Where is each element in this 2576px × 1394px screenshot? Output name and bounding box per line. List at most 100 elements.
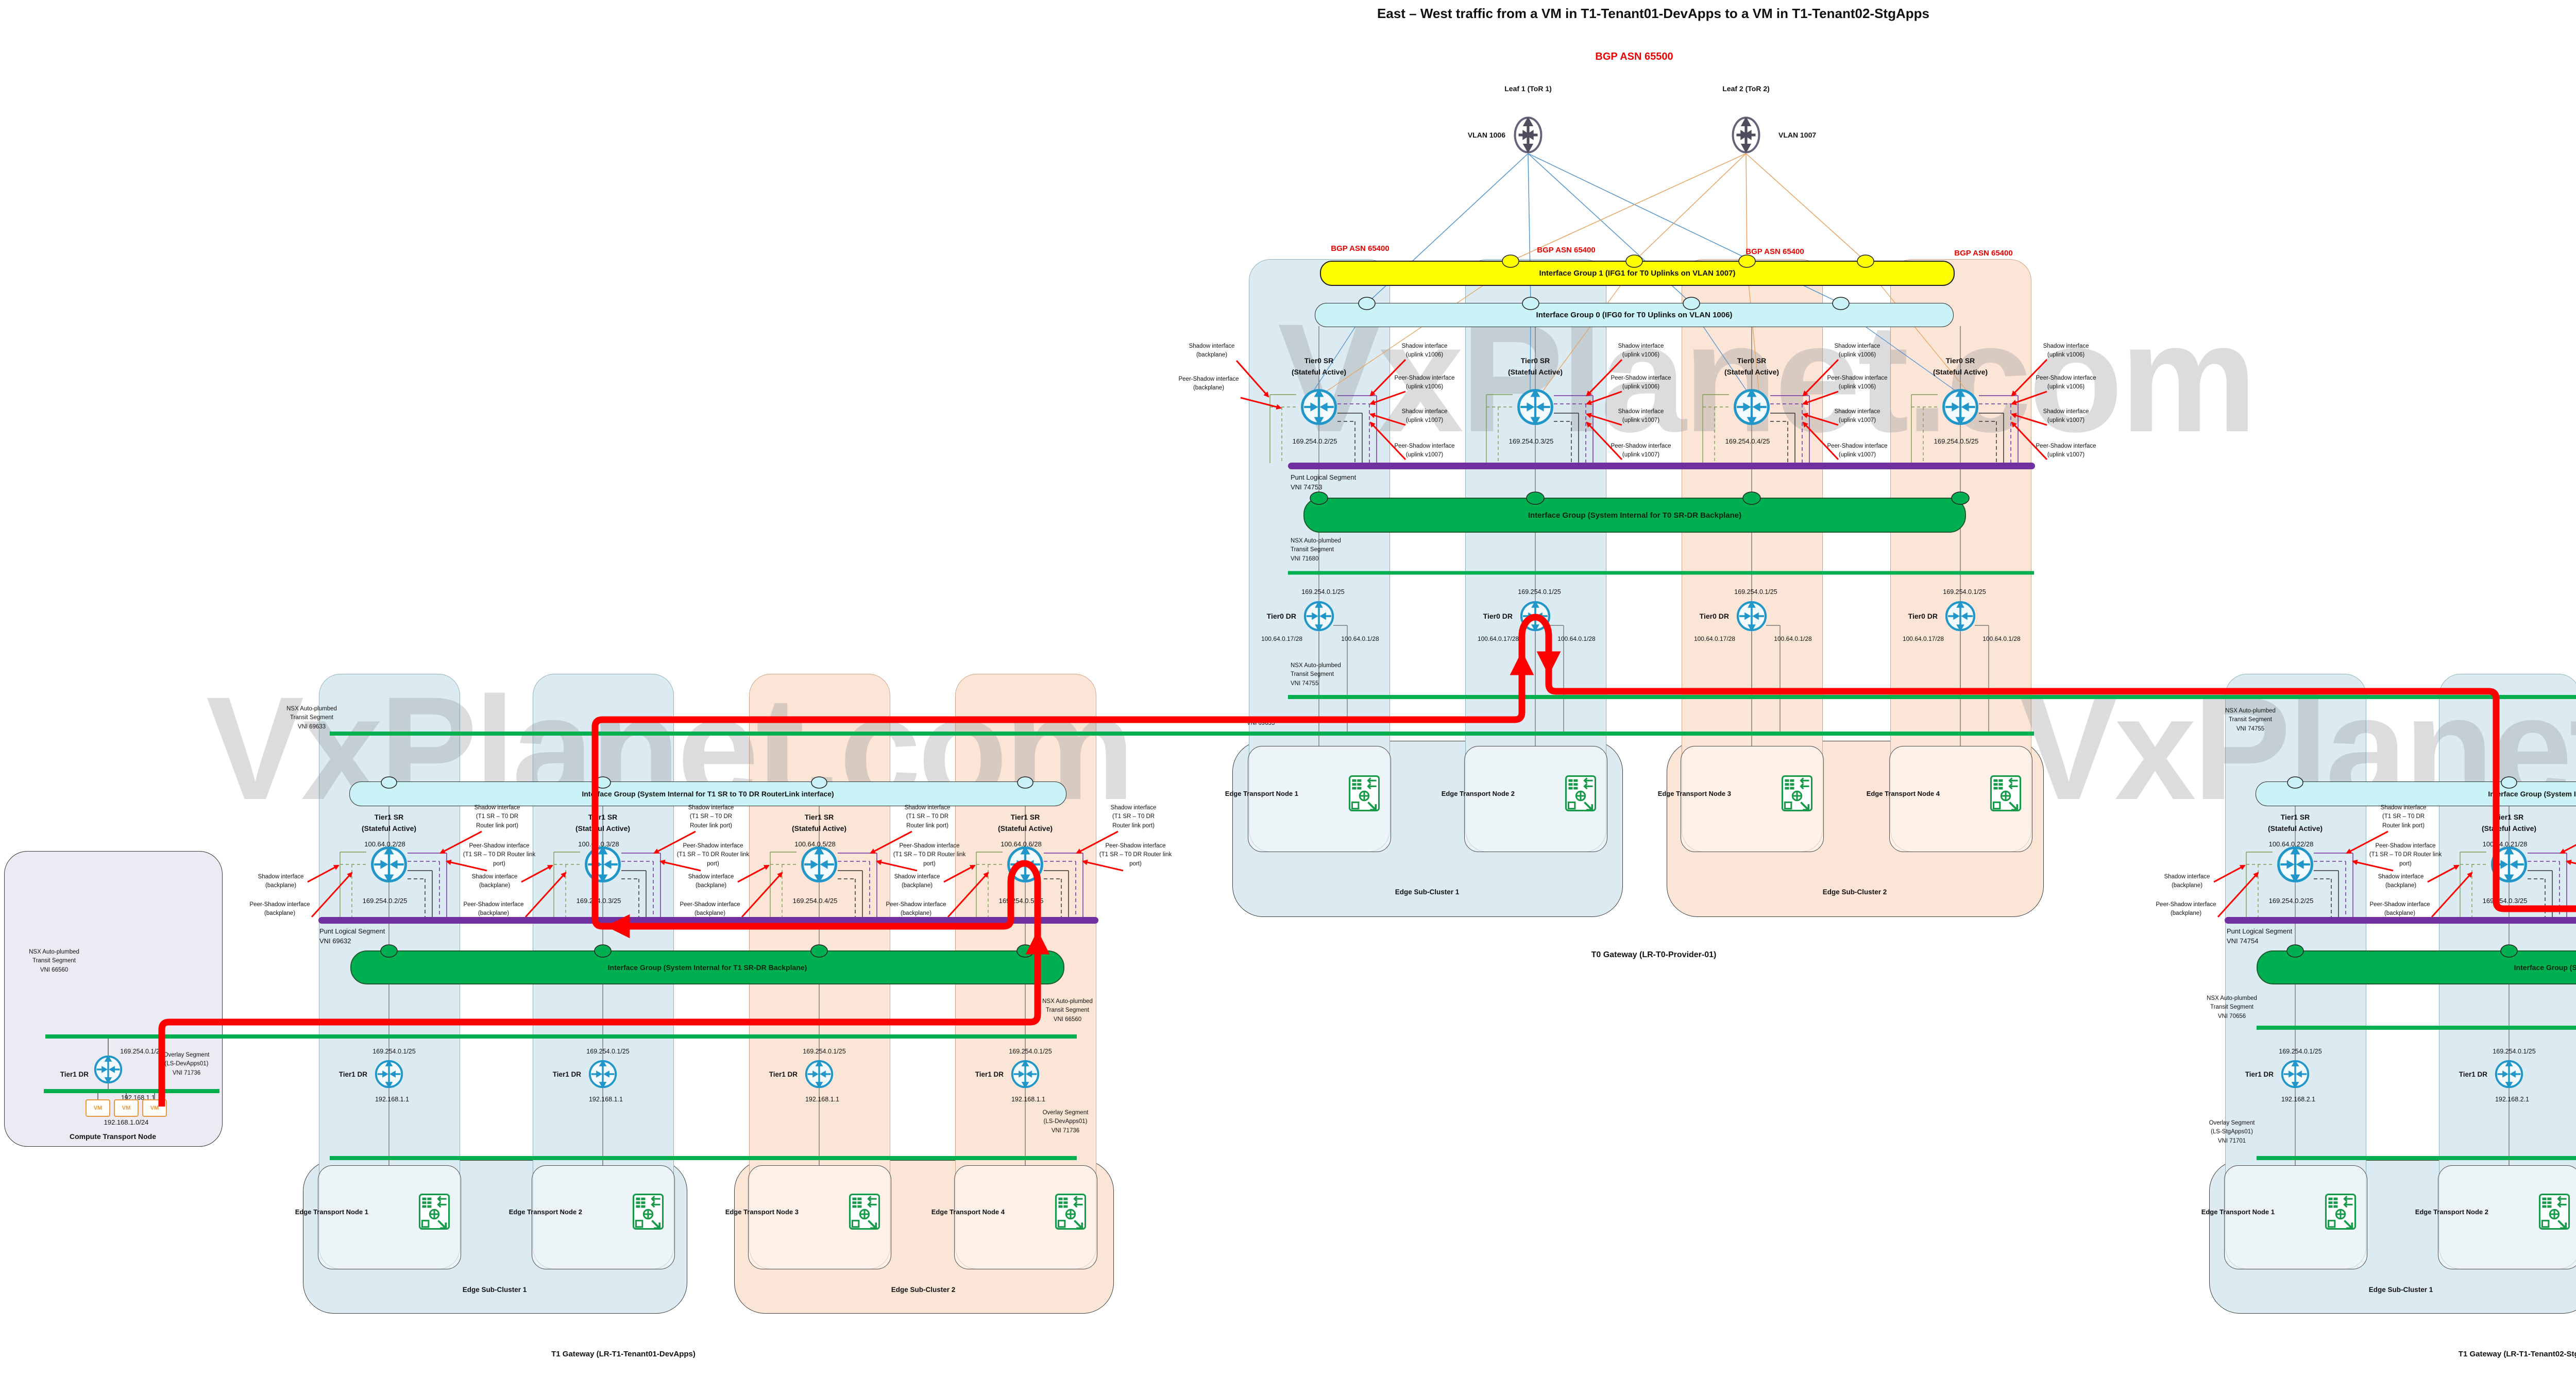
routerlink-peer-label: Peer-Shadow interface (T1 SR – T0 DR Rou… (1099, 843, 1172, 867)
dr-ip-label: 169.254.0.1/25 (1734, 588, 1777, 596)
dr-ip-label: 192.168.2.1 (2281, 1096, 2316, 1103)
routerlink-peer-label: Peer-Shadow interface (T1 SR – T0 DR Rou… (893, 843, 966, 867)
uplink-shadow-label: Peer-Shadow interface (uplink v1007) (1394, 443, 1455, 458)
uplink-shadow-label: Peer-Shadow interface (uplink v1007) (1827, 443, 1888, 458)
dr-ip-label: 192.168.1.1 (375, 1096, 410, 1103)
tier-sr-label: Tier1 SR (804, 813, 834, 821)
tier-sr-label: Tier0 SR (1945, 356, 1975, 365)
nsx-edge-icon (632, 1193, 664, 1230)
tier-sr-mode-label: (Stateful Active) (2267, 824, 2323, 832)
tier-sr-mode-label: (Stateful Active) (575, 824, 631, 832)
backplane-peer-label: Peer-Shadow interface (backplane) (2369, 902, 2430, 917)
t1-right-overlay-label: Overlay Segment (LS-StgApps01) VNI 71701 (2209, 1120, 2255, 1144)
t1-right-routerlink-bar: Interface Group (System Internal for T1 … (2256, 781, 2576, 806)
t0-subcluster1-label: Edge Sub-Cluster 1 (1395, 888, 1460, 896)
t1-left-punt-bar (318, 917, 1098, 924)
t1-right-gateway-title: T1 Gateway (LR-T1-Tenant02-StgApps) (2458, 1350, 2576, 1358)
sr-uplink-ip-label: 100.64.0.5/28 (794, 840, 836, 848)
dr-ip-label: 192.168.2.1 (2495, 1096, 2530, 1103)
sr-uplink-ip-label: 100.64.0.3/28 (578, 840, 619, 848)
t1-left-gateway-title: T1 Gateway (LR-T1-Tenant01-DevApps) (551, 1350, 696, 1358)
router-icon (2281, 1059, 2310, 1089)
tier-dr-label: Tier1 DR (769, 1070, 798, 1078)
t0-punt-bar (1288, 463, 2035, 469)
router-icon (1011, 1059, 1040, 1089)
tier-sr-label: Tier0 SR (1520, 356, 1550, 365)
compute-transport-node-left (4, 851, 223, 1147)
backplane-peer-label: Peer-Shadow interface (backplane) (249, 902, 310, 917)
dr-port-ip-label: 100.64.0.17/28 (1261, 635, 1303, 642)
dr-ip-label: 169.254.0.1/25 (803, 1048, 846, 1055)
t0-bgp-asn: BGP ASN 65400 (1537, 246, 1596, 254)
routerlink-shadow-label: Shadow interface (T1 SR – T0 DR Router l… (474, 805, 520, 829)
uplink-shadow-label: Peer-Shadow interface (uplink v1006) (1827, 375, 1888, 390)
tier-dr-label: Tier0 DR (1483, 612, 1513, 620)
t1-left-overlay-label: Overlay Segment (LS-DevApps01) VNI 71736 (1042, 1110, 1089, 1134)
vm-icon: VM (114, 1099, 139, 1117)
tier-sr-label: Tier1 SR (1010, 813, 1040, 821)
router-icon (370, 845, 408, 883)
t0-bgp-asn: BGP ASN 65400 (1745, 247, 1804, 256)
dr-ip-label: 169.254.0.1/25 (1518, 588, 1561, 596)
sr-backplane-ip-label: 169.254.0.4/25 (792, 897, 838, 905)
routerlink-shadow-label: Shadow interface (T1 SR – T0 DR Router l… (688, 805, 734, 829)
tier-dr-label: Tier1 DR (2459, 1070, 2487, 1078)
t0-subcluster2-label: Edge Sub-Cluster 2 (1822, 888, 1887, 896)
leaf2-label: Leaf 2 (ToR 2) (1722, 84, 1770, 93)
router-icon (801, 845, 838, 883)
dr-port-ip-label: 100.64.0.1/28 (1557, 635, 1596, 642)
nsx-edge-icon (1055, 1193, 1087, 1230)
tier-sr-label: Tier0 SR (1304, 356, 1334, 365)
sr-uplink-ip-label: 100.64.0.6/28 (1001, 840, 1042, 848)
backplane-peer-label: Peer-Shadow interface (backplane) (680, 902, 740, 917)
router-icon (588, 1059, 617, 1089)
leaf2-vlan: VLAN 1007 (1778, 131, 1817, 139)
routerlink-shadow-label: Shadow interface (T1 SR – T0 DR Router l… (2380, 805, 2427, 829)
uplink-shadow-label: Peer-Shadow interface (uplink v1007) (2036, 443, 2096, 458)
routerlink-shadow-label: Shadow interface (T1 SR – T0 DR Router l… (1110, 805, 1157, 829)
t1-right-subcluster1-label: Edge Sub-Cluster 1 (2368, 1286, 2433, 1294)
dr-port-ip-label: 100.64.0.17/28 (1693, 635, 1736, 642)
edge-node-label: Edge Transport Node 2 (2415, 1208, 2488, 1216)
t0-backplane-bar: Interface Group (System Internal for T0 … (1303, 498, 1966, 533)
sr-ip-label: 169.254.0.2/25 (1292, 437, 1337, 445)
edge-node-label: Edge Transport Node 3 (1657, 790, 1731, 797)
dr-port-ip-label: 100.64.0.17/28 (1477, 635, 1519, 642)
nsx-edge-icon (849, 1193, 880, 1230)
sr-uplink-ip-label: 100.64.0.2/28 (364, 840, 405, 848)
t0-edge-column-2 (1465, 259, 1606, 852)
dr-ip-label: 169.254.0.1/25 (1009, 1048, 1052, 1055)
t1-right-transit-74755-label: NSX Auto-plumbed Transit Segment VNI 747… (2225, 708, 2276, 732)
t1-left-transit-69633-label: NSX Auto-plumbed Transit Segment VNI 696… (286, 706, 337, 730)
t1-left-subcluster1-label: Edge Sub-Cluster 1 (462, 1286, 527, 1294)
compute-left-subnet: 192.168.1.0/24 (104, 1118, 149, 1126)
tier-dr-label: Tier1 DR (975, 1070, 1004, 1078)
router-icon (2277, 845, 2314, 883)
t1-right-punt-label: Punt Logical Segment VNI 74754 (2227, 927, 2293, 945)
traffic-path (605, 860, 1041, 939)
t0-edge-column-4 (1890, 259, 2031, 852)
router-icon (1517, 388, 1554, 426)
traffic-path (158, 930, 1050, 1107)
sr-ip-label: 169.254.0.5/25 (1934, 437, 1979, 445)
leaf1-router-icon (1513, 116, 1543, 154)
t1-left-subcluster2-label: Edge Sub-Cluster 2 (891, 1286, 956, 1294)
t1-right-backplane-bar: Interface Group (System Internal for T1 … (2257, 950, 2576, 984)
backplane-peer-label: Peer-Shadow interface (backplane) (1178, 376, 1239, 392)
edge-node-label: Edge Transport Node 4 (1866, 790, 1940, 797)
sr-uplink-ip-label: 100.64.0.22/28 (2268, 840, 2314, 848)
leaf1-vlan: VLAN 1006 (1467, 131, 1505, 139)
uplink-shadow-label: Shadow interface (uplink v1006) (2043, 343, 2089, 359)
dr-port-ip-label: 100.64.0.1/28 (1341, 635, 1379, 642)
t1-left-routerlink-bar: Interface Group (System Internal for T1 … (349, 781, 1066, 806)
dr-ip-label: 169.254.0.1/25 (1301, 588, 1345, 596)
tier-dr-label: Tier1 DR (2245, 1070, 2274, 1078)
leaf1-label: Leaf 1 (ToR 1) (1504, 84, 1552, 93)
traffic-path (1518, 614, 1561, 676)
sr-ip-label: 169.254.0.4/25 (1725, 437, 1770, 445)
t1-right-punt-bar (2225, 917, 2576, 924)
dr-ip-label: 192.168.1.1 (1011, 1096, 1046, 1103)
t1-right-transit-70656-label: NSX Auto-plumbed Transit Segment VNI 706… (2207, 995, 2257, 1019)
tier-dr-label: Tier1 DR (552, 1070, 581, 1078)
tier-sr-mode-label: (Stateful Active) (997, 824, 1053, 832)
